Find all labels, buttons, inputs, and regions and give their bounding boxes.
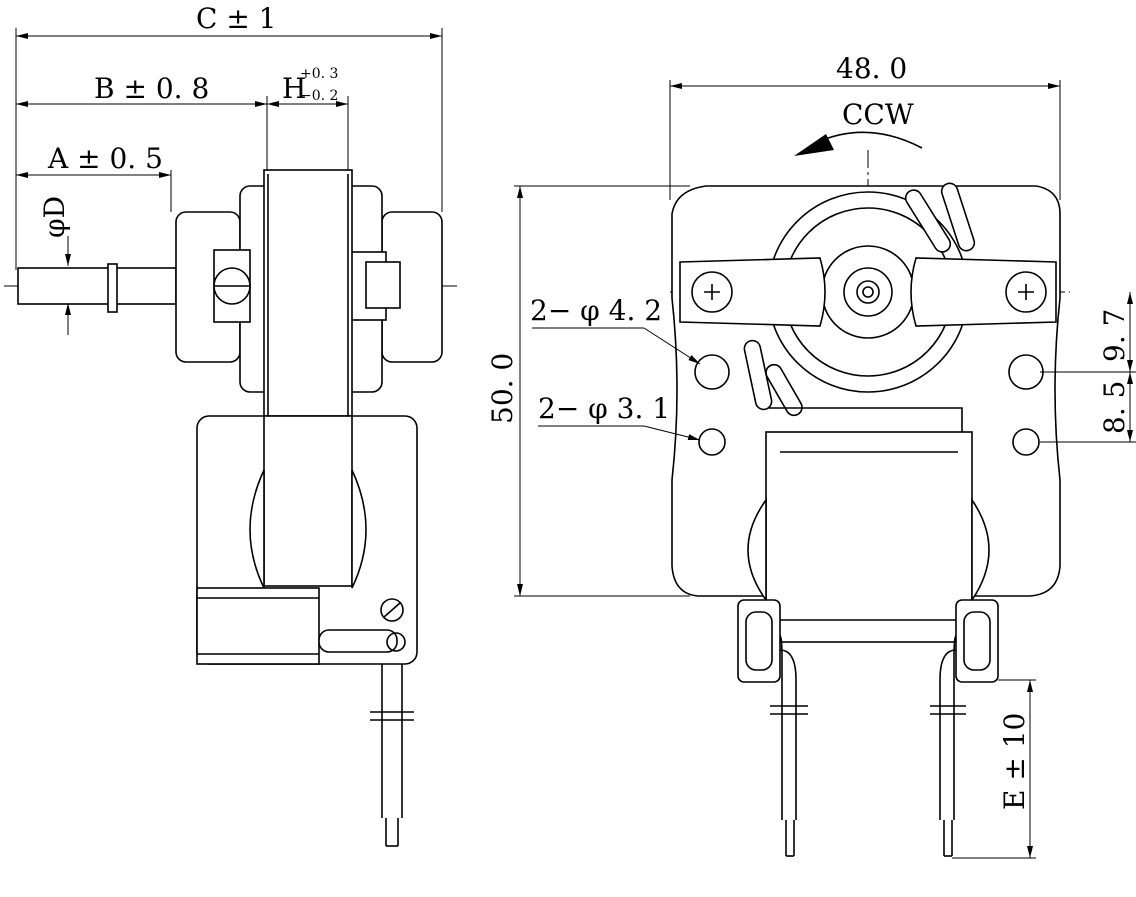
- width-dim-label: 48. 0: [836, 52, 907, 85]
- lower-coil-left: [747, 497, 767, 603]
- offset-lower-label: 8. 5: [1098, 381, 1131, 434]
- lower-coil-right: [971, 497, 990, 603]
- dim-c-label: C ± 1: [196, 2, 277, 35]
- height-dim-label: 50. 0: [486, 353, 519, 424]
- stator-core-lower: [263, 415, 353, 587]
- front-view: 48. 0 50. 0 CCW: [486, 52, 1136, 859]
- dim-b-label: B ± 0. 8: [94, 72, 209, 105]
- lead-guide: [318, 629, 398, 653]
- dim-h-lower-tol: −0. 2: [300, 88, 338, 104]
- coil-right: [351, 469, 367, 589]
- dim-d-label: φD: [38, 196, 71, 238]
- rotation-label: CCW: [842, 98, 914, 131]
- rotation-arrow-icon: [794, 134, 834, 156]
- hole-small-right: [1012, 428, 1040, 456]
- shaft-collar: [107, 263, 118, 313]
- dim-h-upper-tol: +0. 3: [300, 66, 338, 82]
- shaft: [17, 267, 177, 305]
- hole-small-label: 2− φ 3. 1: [538, 392, 670, 425]
- lower-stator: [765, 431, 973, 643]
- lead-length-label: E ± 10: [998, 713, 1031, 810]
- terminal-block: [196, 587, 320, 665]
- hole-large-label: 2− φ 4. 2: [530, 294, 662, 327]
- offset-upper-label: 9. 7: [1098, 309, 1131, 362]
- hole-small-left: [698, 428, 726, 456]
- dim-h-label: H: [282, 72, 306, 105]
- side-view: C ± 1 B ± 0. 8 H +0. 3 −0. 2 A ± 0. 5 φD: [4, 2, 458, 847]
- dim-a-label: A ± 0. 5: [47, 142, 163, 175]
- hole-large-left: [694, 354, 730, 390]
- rear-nut: [365, 261, 401, 309]
- coil-left: [249, 469, 265, 589]
